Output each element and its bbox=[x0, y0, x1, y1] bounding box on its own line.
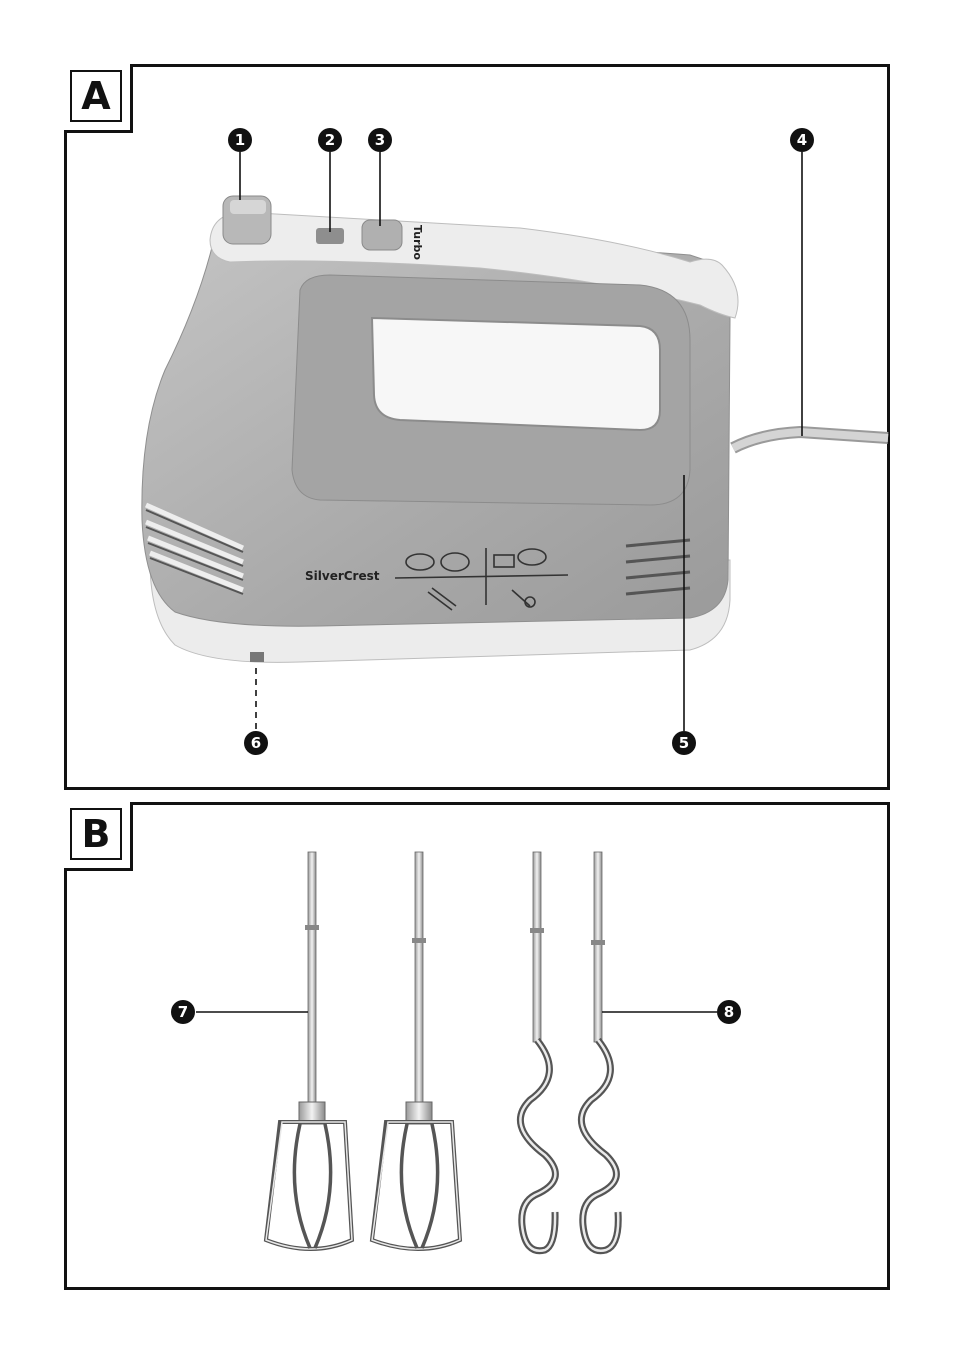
hand-mixer-illustration bbox=[142, 196, 888, 662]
turbo-label: Turbo bbox=[411, 225, 424, 260]
beaters-illustration bbox=[266, 852, 618, 1251]
callout-6: 6 bbox=[244, 731, 268, 755]
brand-logo-text: SilverCrest bbox=[305, 569, 380, 583]
callout-7: 7 bbox=[171, 1000, 195, 1024]
callout-4: 4 bbox=[790, 128, 814, 152]
callout-8: 8 bbox=[717, 1000, 741, 1024]
callout-2: 2 bbox=[318, 128, 342, 152]
callout-1: 1 bbox=[228, 128, 252, 152]
callout-3: 3 bbox=[368, 128, 392, 152]
callout-5: 5 bbox=[672, 731, 696, 755]
